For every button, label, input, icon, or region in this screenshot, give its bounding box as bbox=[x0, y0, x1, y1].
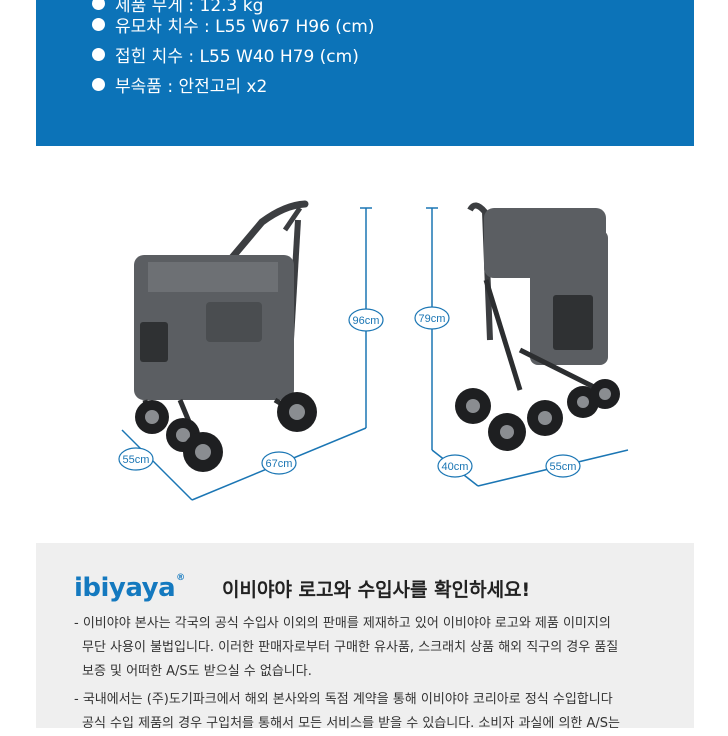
notice-line: 공식 수입 제품의 경우 구입처를 통해서 모든 서비스를 받을 수 있습니다.… bbox=[82, 716, 620, 731]
dimension-label-79cm: 79cm bbox=[414, 306, 450, 330]
spec-row-weight: 제품 무게 : 12.3 kg bbox=[92, 0, 263, 16]
bullet-icon bbox=[92, 48, 105, 61]
logo-text: ibiyaya bbox=[74, 573, 176, 603]
dimension-label-67cm: 67cm bbox=[261, 451, 297, 475]
notice-line: 보증 및 어떠한 A/S도 받으실 수 없습니다. bbox=[82, 664, 312, 679]
stroller-dimension-figure: 96cm 55cm 67cm 79cm 40cm 55cm bbox=[118, 200, 629, 501]
spec-text: 유모차 치수 : L55 W67 H96 (cm) bbox=[115, 17, 375, 37]
dimension-label-96cm: 96cm bbox=[348, 308, 384, 332]
open-stroller-image bbox=[134, 200, 317, 472]
notice-line: 무단 사용이 불법입니다. 이러한 판매자로부터 구매한 유사품, 스크래치 상… bbox=[82, 640, 619, 655]
notice-line: - 이비야야 본사는 각국의 공식 수입사 이외의 판매를 제재하고 있어 이비… bbox=[74, 616, 611, 631]
spec-text: 접힌 치수 : L55 W40 H79 (cm) bbox=[115, 47, 359, 67]
spec-panel: 제품 무게 : 12.3 kg 유모차 치수 : L55 W67 H96 (cm… bbox=[36, 0, 694, 146]
spec-row-accessories: 부속품 : 안전고리 x2 bbox=[92, 72, 267, 97]
dimension-label-40cm: 40cm bbox=[437, 454, 473, 478]
svg-text:96cm: 96cm bbox=[353, 315, 380, 327]
svg-text:55cm: 55cm bbox=[550, 461, 577, 473]
dimension-label-55cm-open: 55cm bbox=[118, 447, 154, 471]
spec-text: 제품 무게 : 12.3 kg bbox=[115, 0, 264, 16]
svg-text:79cm: 79cm bbox=[419, 313, 446, 325]
registered-mark: ® bbox=[176, 573, 185, 583]
folded-stroller-image bbox=[455, 202, 620, 451]
bullet-icon bbox=[92, 0, 105, 10]
svg-text:67cm: 67cm bbox=[266, 458, 293, 470]
bullet-icon bbox=[92, 78, 105, 91]
svg-text:40cm: 40cm bbox=[442, 461, 469, 473]
dimension-label-55cm-folded: 55cm bbox=[545, 454, 581, 478]
svg-text:55cm: 55cm bbox=[123, 454, 150, 466]
bullet-icon bbox=[92, 18, 105, 31]
spec-text: 부속품 : 안전고리 x2 bbox=[115, 77, 268, 97]
spec-row-folded-size: 접힌 치수 : L55 W40 H79 (cm) bbox=[92, 42, 359, 67]
spec-row-stroller-size: 유모차 치수 : L55 W67 H96 (cm) bbox=[92, 12, 374, 37]
ibiyaya-logo: ibiyaya® bbox=[74, 573, 185, 603]
notice-line: - 국내에서는 (주)도기파크에서 해외 본사와의 독점 계약을 통해 이비야야… bbox=[74, 692, 613, 707]
authenticity-notice: ibiyaya® 이비야야 로고와 수입사를 확인하세요! - 이비야야 본사는… bbox=[36, 543, 694, 731]
notice-headline: 이비야야 로고와 수입사를 확인하세요! bbox=[222, 579, 531, 601]
